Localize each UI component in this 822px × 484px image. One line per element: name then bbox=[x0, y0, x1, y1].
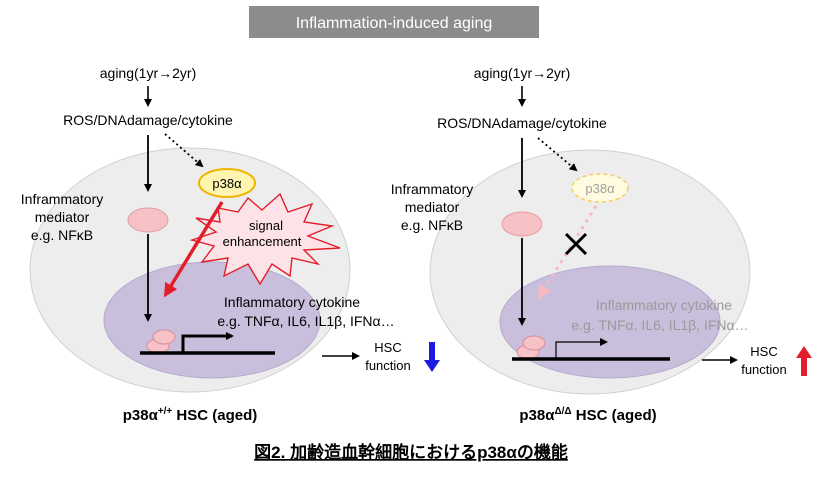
left-hsc-line1: HSC bbox=[374, 340, 401, 355]
title-banner-text: Inflammation-induced aging bbox=[296, 15, 493, 32]
left-enhancement-arrow bbox=[163, 201, 224, 298]
left-mediator-line1: Inframmatory bbox=[21, 191, 103, 207]
left-aging-label: aging(1yr→2yr) bbox=[100, 65, 196, 81]
left-stress-label: ROS/DNAdamage/cytokine bbox=[63, 112, 233, 128]
right-p38-alpha-label: p38α bbox=[585, 181, 615, 196]
left-hsc-down-arrow bbox=[424, 342, 440, 372]
blocked-x-icon bbox=[564, 232, 588, 256]
right-hsc-line2: function bbox=[741, 362, 787, 377]
title-banner: Inflammation-induced aging bbox=[249, 6, 539, 38]
left-burst-line2: enhancement bbox=[223, 234, 302, 249]
right-nucleus bbox=[499, 265, 721, 379]
right-mediator-line1: Inframmatory bbox=[391, 181, 473, 197]
figure-caption: 図2. 加齢造血幹細胞におけるp38αの機能 bbox=[254, 442, 568, 462]
left-p38-alpha-node bbox=[198, 168, 256, 198]
right-mediator-line3: e.g. NFκB bbox=[401, 217, 463, 233]
left-cytokine-line1: Inflammatory cytokine bbox=[224, 294, 360, 310]
right-hsc-up-arrow bbox=[796, 346, 812, 376]
right-mediator-node bbox=[501, 211, 543, 237]
left-p38-alpha-label: p38α bbox=[212, 176, 242, 191]
left-cytokine-line2: e.g. TNFα, IL6, IL1β, IFNα… bbox=[217, 313, 394, 329]
left-mediator-node bbox=[127, 207, 169, 233]
right-panel: aging(1yr→2yr) ROS/DNAdamage/cytokine p3… bbox=[391, 65, 812, 424]
left-transcription-start-arrow bbox=[181, 332, 234, 353]
left-hsc-line2: function bbox=[365, 358, 411, 373]
right-transcription-start-arrow-weak bbox=[555, 338, 608, 359]
left-mediator-line3: e.g. NFκB bbox=[31, 227, 93, 243]
right-hsc-line1: HSC bbox=[750, 344, 777, 359]
right-panel-caption: p38αΔ/Δ HSC (aged) bbox=[519, 406, 656, 424]
left-stress-to-p38-dotted-arrow bbox=[164, 133, 204, 168]
right-cytokine-line1: Inflammatory cytokine bbox=[596, 297, 732, 313]
right-cytokine-line2: e.g. TNFα, IL6, IL1β, IFNα… bbox=[571, 317, 748, 333]
left-burst-line1: signal bbox=[249, 218, 283, 233]
right-p38-alpha-node-inactive bbox=[571, 173, 629, 203]
left-mediator-line2: mediator bbox=[35, 209, 90, 225]
left-panel: aging(1yr→2yr) ROS/DNAdamage/cytokine p3… bbox=[21, 65, 440, 424]
right-blocked-dotted-arrow bbox=[537, 205, 598, 300]
right-mediator-line2: mediator bbox=[405, 199, 460, 215]
right-aging-label: aging(1yr→2yr) bbox=[474, 65, 570, 81]
left-panel-caption: p38α+/+ HSC (aged) bbox=[123, 406, 258, 424]
right-stress-label: ROS/DNAdamage/cytokine bbox=[437, 115, 607, 131]
right-stress-to-p38-dotted-arrow bbox=[537, 137, 578, 172]
